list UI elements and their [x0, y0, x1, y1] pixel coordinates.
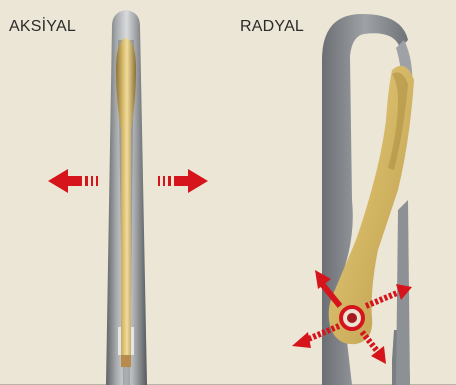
arrow-left-icon: [48, 169, 98, 193]
arrow-right-icon: [158, 169, 208, 193]
radial-needle: [322, 14, 414, 385]
arrow-lower-right-icon: [362, 332, 386, 364]
axial-needle: [106, 10, 147, 385]
